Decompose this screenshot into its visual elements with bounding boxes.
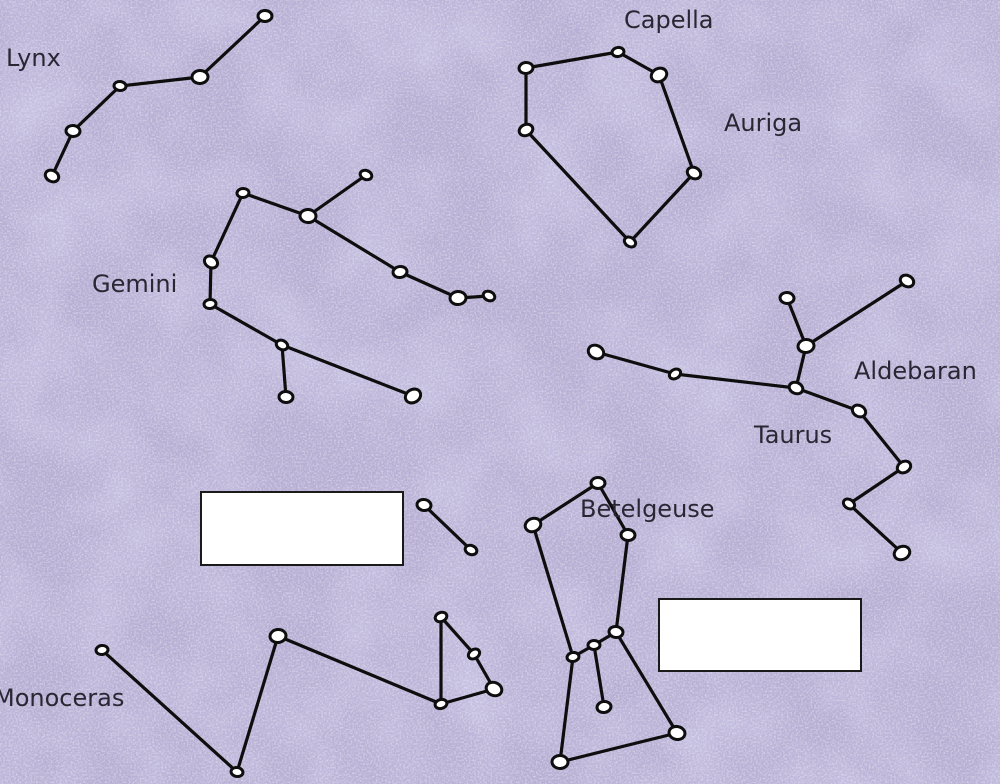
orion-star	[668, 725, 686, 741]
gemini-star	[392, 266, 407, 279]
label-lynx: Lynx	[6, 44, 61, 72]
lynx-star	[66, 125, 81, 137]
lynx-star	[114, 81, 127, 91]
answer-box-2[interactable]	[658, 598, 862, 672]
gemini-star	[204, 299, 217, 309]
taurus-star	[780, 292, 795, 304]
monoceras-star	[269, 629, 286, 644]
monoceras-star	[434, 698, 448, 710]
lynx-star	[192, 70, 209, 84]
monoceras-star	[95, 645, 108, 656]
orion-star	[596, 700, 612, 713]
gemini-star	[450, 291, 467, 305]
orion-star	[608, 626, 623, 639]
label-capella: Capella	[624, 6, 714, 34]
label-aldebaran: Aldebaran	[854, 357, 977, 385]
orion-star	[621, 529, 636, 541]
label-auriga: Auriga	[724, 109, 802, 137]
gemini-star	[300, 209, 317, 223]
auriga-star	[611, 47, 624, 58]
lynx-star	[258, 10, 272, 21]
monoceras-star	[230, 767, 243, 778]
label-gemini: Gemini	[92, 270, 177, 298]
taurus-star	[797, 338, 815, 353]
auriga-star	[518, 62, 533, 74]
small-pair-star	[416, 498, 432, 511]
orion-star	[566, 652, 579, 663]
label-monoceras: Monoceras	[0, 684, 124, 712]
orion-star	[588, 640, 600, 649]
label-betelgeuse: Betelgeuse	[580, 495, 715, 523]
orion-star	[552, 755, 568, 769]
gemini-star	[279, 391, 294, 403]
gemini-star	[237, 188, 250, 198]
orion-star	[591, 477, 605, 488]
answer-box-1[interactable]	[200, 491, 404, 566]
label-taurus: Taurus	[753, 421, 832, 449]
